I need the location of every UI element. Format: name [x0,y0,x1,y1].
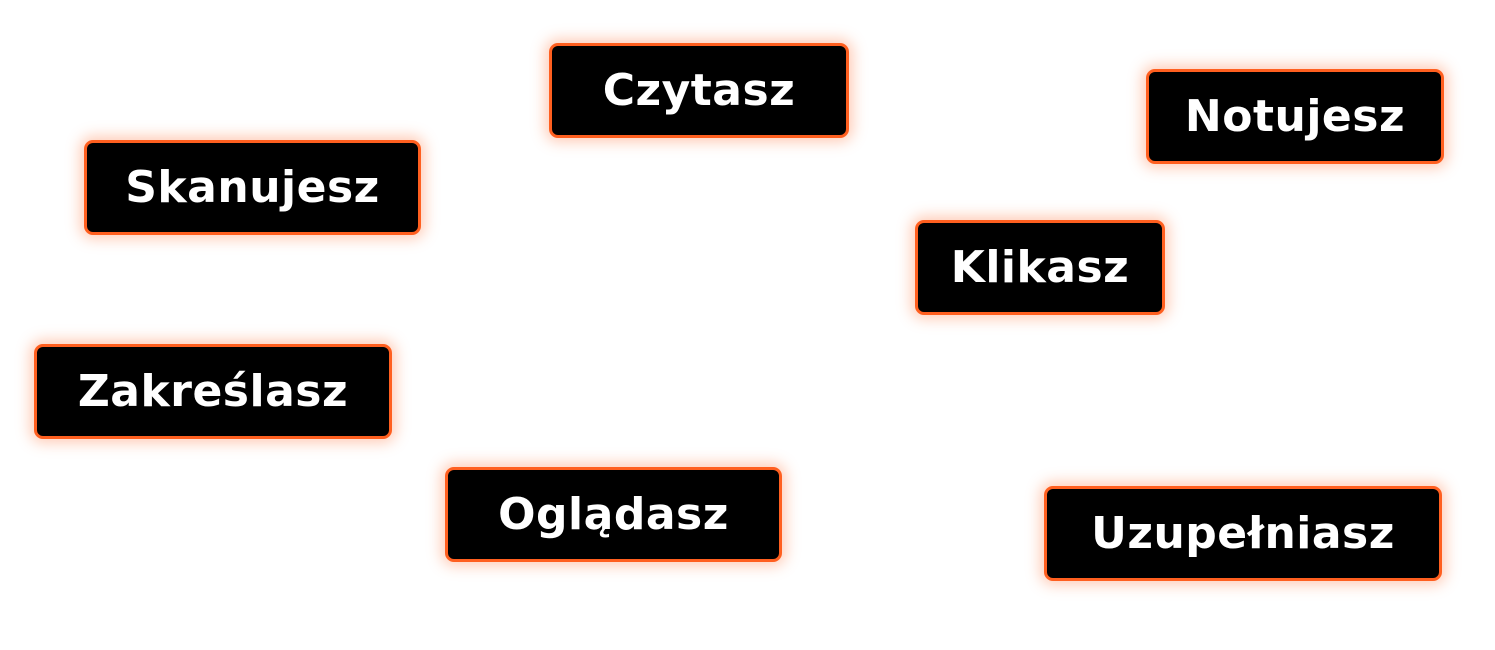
tag-label: Uzupełniasz [1091,508,1395,559]
tag-label: Notujesz [1184,91,1406,142]
tag-label: Zakreślasz [77,366,349,417]
tag-label: Klikasz [950,242,1130,293]
tag-czytasz: Czytasz [549,43,849,138]
tag-ogladasz: Oglądasz [445,467,782,562]
tag-label: Czytasz [602,65,796,116]
tag-klikasz: Klikasz [915,220,1165,315]
tag-zakreslasz: Zakreślasz [34,344,392,439]
tag-skanujesz: Skanujesz [84,140,421,235]
tag-uzupelniasz: Uzupełniasz [1044,486,1442,581]
tag-notujesz: Notujesz [1146,69,1444,164]
tag-label: Oglądasz [498,489,729,540]
tag-label: Skanujesz [125,162,380,213]
